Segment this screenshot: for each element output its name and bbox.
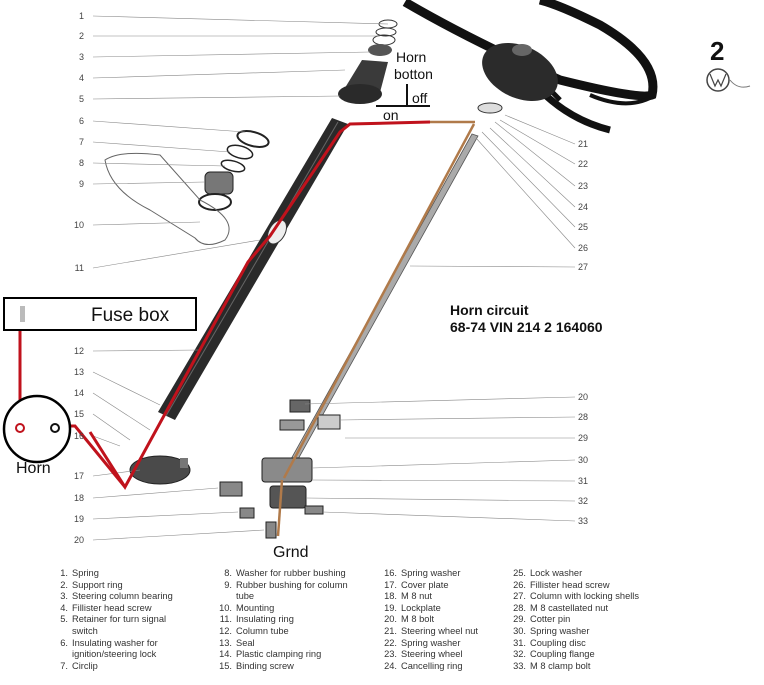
legend-item: 21.Steering wheel nut [384, 625, 479, 636]
callout-right: 23 [578, 181, 588, 191]
legend-item: 25.Lock washer [513, 568, 583, 578]
legend-item: 26.Fillister head screw [513, 579, 610, 590]
callout-left: 3 [79, 52, 84, 62]
horn-button-label: Horn [396, 49, 426, 65]
callout-right: 33 [578, 516, 588, 526]
section-number: 2 [710, 36, 724, 66]
legend-item: 31.Coupling disc [513, 637, 586, 648]
callout-left: 20 [74, 535, 84, 545]
legend-item: tube [236, 591, 255, 602]
horn-wire-brown [276, 120, 476, 537]
circuit-subtitle: 68-74 VIN 214 2 164060 [450, 319, 603, 335]
horn-button-switch [376, 84, 430, 107]
callout-left: 2 [79, 31, 84, 41]
legend-item: 2.Support ring [60, 579, 123, 590]
horn-label: Horn [16, 460, 51, 477]
callout-left: 16 [74, 431, 84, 441]
callout-right: 31 [578, 476, 588, 486]
legend-item: 9.Rubber bushing for column [224, 579, 348, 590]
legend-item: 3.Steering column bearing [60, 591, 173, 602]
legend-item: 5.Retainer for turn signal [60, 614, 167, 625]
callout-right: 21 [578, 139, 588, 149]
legend-item: 32.Coupling flange [513, 649, 595, 660]
circuit-title: Horn circuit [450, 302, 529, 318]
legend-item: 11.Insulating ring [219, 614, 294, 625]
legend-item: 6.Insulating washer for [60, 637, 158, 648]
legend-item: 13.Seal [219, 637, 255, 648]
left-callouts: 1 2 3 4 5 6 7 8 9 10 11 12 13 14 15 16 1… [74, 11, 84, 545]
callout-left: 10 [74, 220, 84, 230]
callout-left: 4 [79, 73, 84, 83]
legend-item: 23.Steering wheel [384, 649, 463, 660]
horn-button-label-2: botton [394, 66, 433, 82]
callout-right: 28 [578, 412, 588, 422]
callout-left: 5 [79, 94, 84, 104]
legend-item: 19.Lockplate [384, 602, 441, 613]
callout-left: 9 [79, 179, 84, 189]
steering-wheel [402, 0, 658, 134]
legend-item: 10.Mounting [219, 602, 275, 613]
callout-left: 18 [74, 493, 84, 503]
callout-right: 24 [578, 202, 588, 212]
callout-right: 29 [578, 433, 588, 443]
callout-right: 30 [578, 455, 588, 465]
callout-left: 6 [79, 116, 84, 126]
callout-right: 22 [578, 159, 588, 169]
callout-left: 8 [79, 158, 84, 168]
legend-item: 22.Spring washer [384, 637, 461, 648]
callout-left: 17 [74, 471, 84, 481]
callout-left: 12 [74, 346, 84, 356]
legend-item: 24.Cancelling ring [384, 660, 463, 671]
fuse-box [3, 297, 197, 331]
right-callouts: 21 22 23 24 25 26 27 20 28 29 30 31 32 3… [578, 139, 588, 526]
column-tube [158, 118, 348, 420]
callout-right: 20 [578, 392, 588, 402]
callout-left: 1 [79, 11, 84, 21]
legend-item: switch [72, 625, 98, 636]
bearing-stack [338, 19, 398, 104]
parts-legend-column-2: 8.Washer for rubber bushing 9.Rubber bus… [218, 568, 348, 672]
legend-item: 17.Cover plate [384, 579, 449, 590]
callout-right: 26 [578, 243, 588, 253]
switch-on-label: on [383, 107, 399, 123]
legend-item: 20.M 8 bolt [384, 614, 435, 625]
callout-left: 11 [75, 263, 84, 273]
legend-item: 4.Fillister head screw [60, 602, 152, 613]
callout-right: 25 [578, 222, 588, 232]
legend-item: 14.Plastic clamping ring [219, 649, 322, 660]
legend-item: ignition/steering lock [72, 649, 157, 660]
fuse-box-label: Fuse box [91, 305, 170, 326]
legend-item: 8.Washer for rubber bushing [224, 568, 346, 578]
callout-left: 13 [74, 367, 84, 377]
coupling-assembly [129, 399, 341, 539]
callout-right: 32 [578, 496, 588, 506]
callout-left: 7 [79, 137, 84, 147]
right-leader-lines [304, 114, 576, 522]
legend-item: 29.Cotter pin [513, 614, 571, 625]
parts-legend-column-3: 16.Spring washer 17.Cover plate 18.M 8 n… [383, 568, 478, 672]
legend-item: 1.Spring [60, 568, 99, 578]
callout-left: 14 [74, 388, 84, 398]
callout-left: 15 [74, 409, 84, 419]
parts-legend-column-1: 1.Spring 2.Support ring 3.Steering colum… [54, 568, 173, 672]
legend-item: 15.Binding screw [219, 660, 294, 671]
switch-off-label: off [412, 90, 427, 106]
left-leader-lines [92, 15, 389, 541]
callout-right: 27 [578, 262, 588, 272]
legend-item: 12.Column tube [219, 625, 289, 636]
horn-icon [2, 394, 72, 464]
legend-item: 28.M 8 castellated nut [513, 602, 609, 613]
parts-legend-column-4: 25.Lock washer 26.Fillister head screw 2… [512, 568, 639, 672]
legend-item: 7.Circlip [60, 660, 98, 671]
callout-left: 19 [74, 514, 84, 524]
legend-item: 18.M 8 nut [384, 591, 433, 602]
ground-label: Grnd [273, 544, 309, 561]
vw-logo-icon [706, 68, 751, 92]
legend-item: 16.Spring washer [384, 568, 461, 578]
mounting-parts [104, 130, 270, 245]
legend-item: 30.Spring washer [513, 625, 590, 636]
legend-item: 27.Column with locking shells [513, 591, 640, 602]
legend-item: 33.M 8 clamp bolt [513, 660, 591, 671]
